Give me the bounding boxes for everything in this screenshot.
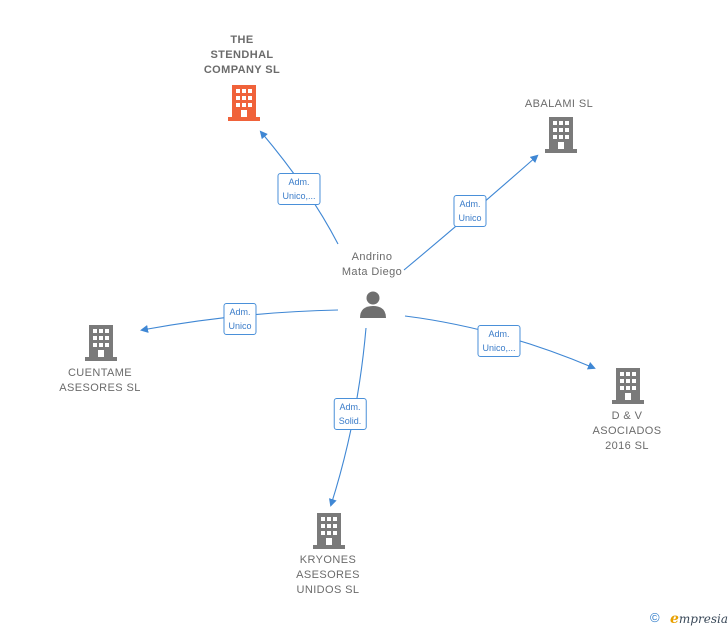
edge-label-line: Adm. <box>459 199 481 209</box>
building-icon[interactable] <box>312 511 346 551</box>
edge-label-line: Adm. <box>288 177 310 187</box>
company-name-d-v-asociados[interactable]: D & V ASOCIADOS 2016 SL <box>592 409 661 454</box>
company-name-cuentame-asesores[interactable]: CUENTAME ASESORES SL <box>59 366 140 396</box>
company-name-line: ABALAMI SL <box>524 98 594 110</box>
company-name-line: CUENTAME <box>67 367 133 379</box>
brand-initial: e <box>670 611 679 627</box>
company-name-line: UNIDOS SL <box>296 584 360 596</box>
person-icon[interactable] <box>358 289 388 319</box>
brand-rest: mpresia <box>678 612 728 626</box>
company-name-line: ASOCIADOS <box>592 425 662 437</box>
empresia-logo[interactable]: empresia <box>670 611 728 627</box>
building-icon[interactable] <box>611 366 645 406</box>
company-name-line: STENDHAL <box>210 49 274 61</box>
center-name-line: Mata Diego <box>341 266 403 278</box>
edge-label-line: Adm. <box>339 402 361 412</box>
company-name-kryones-asesores[interactable]: KRYONES ASESORES UNIDOS SL <box>296 553 360 598</box>
edge-label-line: Unico,... <box>282 191 316 201</box>
company-name-line: 2016 SL <box>605 440 649 452</box>
edge-label-line: Unico <box>228 321 252 331</box>
center-person-name[interactable]: Andrino Mata Diego <box>342 250 402 280</box>
company-name-line: KRYONES <box>299 554 357 566</box>
center-name-line: Andrino <box>351 251 393 263</box>
edge-label-abalami[interactable]: Adm. Unico <box>453 195 487 227</box>
company-name-the-stendhal-company[interactable]: THE STENDHAL COMPANY SL <box>204 33 280 78</box>
edge-label-line: Unico,... <box>482 343 516 353</box>
edge-label-cuentame-asesores[interactable]: Adm. Unico <box>223 303 257 335</box>
edge-label-kryones-asesores[interactable]: Adm. Solid. <box>333 398 367 430</box>
building-icon[interactable] <box>227 83 261 123</box>
company-name-line: D & V <box>611 410 643 422</box>
company-name-line: ASESORES <box>296 569 360 581</box>
edge-label-line: Unico <box>458 213 482 223</box>
company-name-line: COMPANY SL <box>203 64 281 76</box>
edge-label-d-v-asociados[interactable]: Adm. Unico,... <box>477 325 521 357</box>
company-name-line: ASESORES SL <box>59 382 141 394</box>
edge-label-line: Solid. <box>338 416 362 426</box>
building-icon[interactable] <box>84 323 118 363</box>
edge-label-line: Adm. <box>229 307 251 317</box>
edge-label-the-stendhal-company[interactable]: Adm. Unico,... <box>277 173 321 205</box>
copyright-icon: © <box>650 610 660 625</box>
company-name-line: THE <box>230 34 254 46</box>
edge-label-line: Adm. <box>488 329 510 339</box>
building-icon[interactable] <box>544 115 578 155</box>
company-name-abalami[interactable]: ABALAMI SL <box>525 97 593 112</box>
